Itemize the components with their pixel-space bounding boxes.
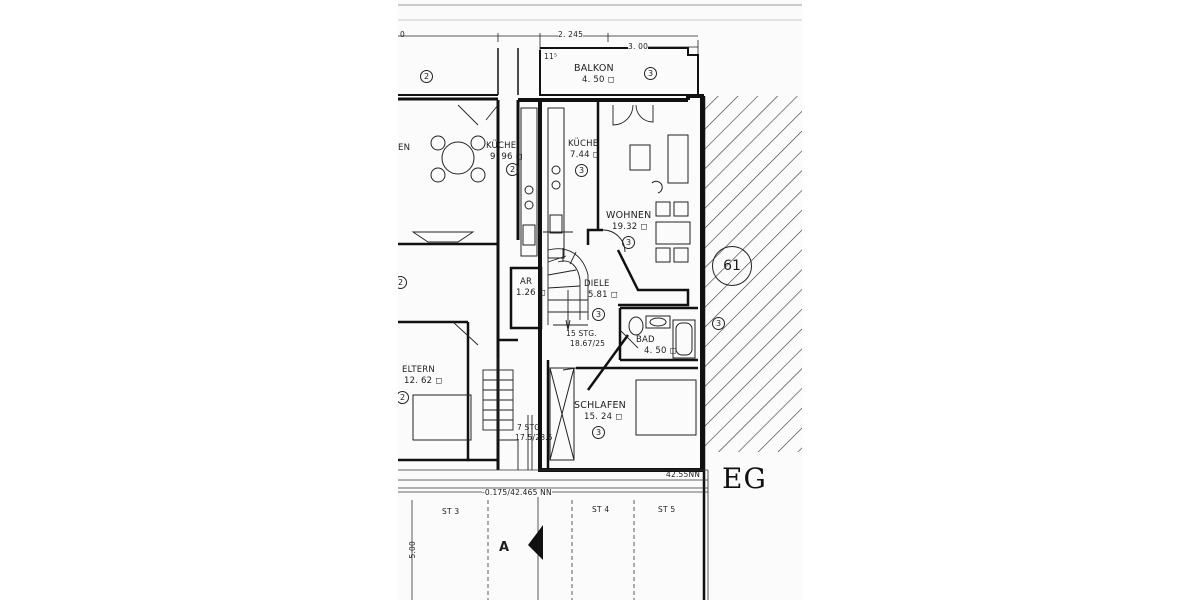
parking-st5: ST 5 [658,505,676,514]
beds [412,367,697,461]
kueche-right-unit: 3 [575,164,588,177]
wohnen-area: 19.32 ◻ [612,222,648,232]
side-stair-ratio: 17.5/28.5 [515,433,553,442]
dimension-500: 5.00 [408,541,417,559]
schlafen-name: SCHLAFEN [574,400,626,411]
dimension-left-edge: 0 [400,30,405,39]
dimension-300: 3. 00 [628,42,649,51]
diele-name: DIELE [584,279,610,289]
parking-st4: ST 4 [592,505,610,514]
bad-area: 4. 50 ◻ [644,346,677,356]
bad-name: BAD [636,335,655,345]
dimension-nn-level: 42.55NN [666,470,701,479]
balkon-name: BALKON [574,63,614,74]
floor-plan-sheet: BALKON 4. 50 ◻ 3 KÜCHE 9. 96 ◻ 2 KÜCHE 7… [398,0,802,600]
left-unit-marker-1: 2 [420,70,433,83]
diele-area: 5.81 ◻ [588,290,618,300]
left-unit-marker-2: 2 [398,276,407,289]
dimension-nn-base: -0.175/42.465 NN [482,488,552,497]
floor-label: EG [722,462,767,495]
schlafen-unit: 3 [592,426,605,439]
eltern-unit: 2 [398,391,409,404]
eltern-name: ELTERN [402,365,435,375]
ar-area: 1.26 ◻ [516,288,546,298]
building-number-marker: 61 [712,246,752,286]
parking-st3: ST 3 [442,507,460,516]
main-staircase [547,248,589,331]
schlafen-area: 15. 24 ◻ [584,412,623,422]
essen-partial-name: EN [398,143,411,153]
living-room-furniture [629,134,691,263]
side-staircase [482,358,533,470]
site-lines [398,469,709,600]
balkon-area: 4. 50 ◻ [582,75,615,85]
side-stair-steps: 7 STG [517,423,541,432]
balkon-unit: 3 [644,67,657,80]
bad-unit: 3 [712,317,725,330]
balcony-outline [497,47,699,96]
eltern-area: 12. 62 ◻ [404,376,443,386]
dimension-2245: 2. 245 [558,30,584,39]
section-letter: A [499,540,510,555]
main-stair-steps: 15 STG. [566,329,597,338]
wohnen-name: WOHNEN [606,210,652,221]
kueche-left-area: 9. 96 ◻ [490,152,523,162]
wohnen-unit: 3 [622,236,635,249]
diele-unit: 3 [592,308,605,321]
kueche-right-name: KÜCHE [568,139,599,149]
door-swings [411,104,654,371]
kitchen-counters [520,107,565,259]
main-stair-ratio: 18.67/25 [570,339,606,348]
partition-walls [398,100,698,470]
section-arrow [528,525,543,560]
kueche-right-area: 7.44 ◻ [570,150,600,160]
dimension-115: 11⁵ [544,52,558,61]
bathroom-fixtures [628,315,696,359]
ar-name: AR [520,277,533,287]
dining-table [430,135,486,183]
kueche-left-name: KÜCHE [486,141,517,151]
kueche-left-unit: 2 [506,163,519,176]
